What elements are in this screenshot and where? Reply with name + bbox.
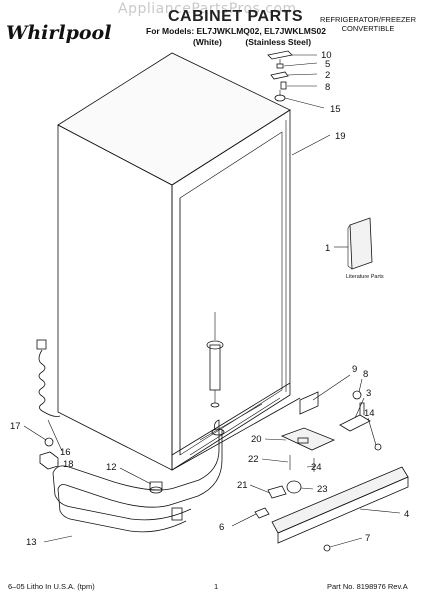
- callout-3: 3: [366, 388, 371, 399]
- left-leveling-parts: [39, 437, 59, 470]
- top-hinge-assembly: [267, 50, 293, 102]
- callout-5: 5: [325, 59, 330, 70]
- literature-label: Literature Parts: [346, 274, 384, 280]
- callout-7: 7: [365, 533, 370, 544]
- base-grille: [271, 466, 409, 552]
- callout-6: 6: [219, 522, 224, 533]
- callout-21: 21: [237, 480, 248, 491]
- callout-4: 4: [404, 509, 409, 520]
- callout-18: 18: [63, 459, 74, 470]
- callout-20: 20: [251, 434, 262, 445]
- callout-17: 17: [10, 421, 21, 432]
- callout-9: 9: [352, 364, 357, 375]
- callout-15: 15: [330, 104, 341, 115]
- models-line: For Models: EL7JWKLMQ02, EL7JWKLMS02: [146, 26, 326, 36]
- finish-line: (White) (Stainless Steel): [193, 37, 312, 47]
- grille-bracket-parts: [267, 427, 336, 499]
- power-cord: [36, 339, 61, 417]
- footer-part-number: Part No. 8198976 Rev.A: [327, 582, 408, 591]
- callout-8-top: 8: [325, 82, 330, 93]
- brand-logo: Whirlpool: [6, 22, 112, 44]
- water-hose: [52, 419, 270, 533]
- callout-14: 14: [364, 408, 375, 419]
- product-type-line1: REFRIGERATOR/FREEZER: [320, 15, 416, 24]
- page-title: CABINET PARTS: [168, 8, 304, 25]
- literature-booklet: Literature Parts: [346, 217, 384, 280]
- leader-lines: [23, 54, 401, 548]
- footer-page-number: 1: [214, 582, 219, 591]
- cabinet-body: [57, 52, 301, 471]
- callout-numbers: 10 5 2 8 15 19 1 9 8 3 14 20 22 24 21 23…: [10, 50, 409, 548]
- callout-8-right: 8: [363, 369, 368, 380]
- footer-litho: 6–05 Litho In U.S.A. (tpm): [8, 582, 95, 591]
- callout-13: 13: [26, 537, 37, 548]
- callout-2: 2: [325, 70, 330, 81]
- callout-23: 23: [317, 484, 328, 495]
- watermark: AppliancePartsPros.com: [118, 1, 297, 17]
- drain-tube: [206, 312, 224, 408]
- callout-24: 24: [311, 462, 322, 473]
- callout-19: 19: [335, 131, 346, 142]
- product-type-line2: CONVERTIBLE: [341, 24, 395, 33]
- callout-16: 16: [60, 447, 71, 458]
- product-type: REFRIGERATOR/FREEZER CONVERTIBLE: [313, 15, 423, 33]
- callout-10: 10: [321, 50, 332, 61]
- callout-12: 12: [106, 462, 117, 473]
- callout-1: 1: [325, 243, 330, 254]
- callout-22: 22: [248, 454, 259, 465]
